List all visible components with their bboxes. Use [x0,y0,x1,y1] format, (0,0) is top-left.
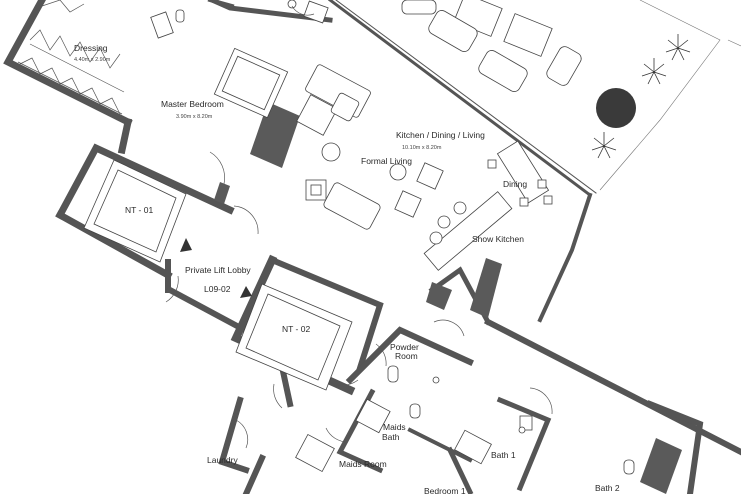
wall-columns [214,102,682,494]
label-bedroom1: Bedroom 1 [424,486,466,494]
dims-kitchen-dining-living: 10.10m x 8.20m [402,145,442,151]
kitchen-island [423,191,513,271]
lift-arrows [180,238,252,298]
label-bath1: Bath 1 [491,450,516,460]
label-nt02: NT - 02 [282,324,310,334]
label-lobby-code: L09-02 [204,284,231,294]
palm-plant-icon [641,58,667,85]
planter-circle [596,88,636,128]
label-laundry: Laundry [207,455,238,465]
master-bedroom-furniture [213,0,329,119]
label-powder-room-2: Room [395,351,418,361]
label-kitchen-dining-living: Kitchen / Dining / Living [396,130,485,140]
label-powder-room-1: Powder [390,342,419,352]
label-maids-bath-1: Maids [383,422,406,432]
palm-plant-icon [665,34,691,61]
dressing-wardrobes [17,0,125,115]
arrow-up-icon [240,286,252,298]
dining-table [487,140,553,207]
arrow-up-icon [180,238,192,252]
palm-plant-icon [591,132,617,159]
label-master-bedroom: Master Bedroom [161,99,224,109]
lift-shaft-nt01 [83,159,187,263]
label-nt01: NT - 01 [125,205,153,215]
room-labels: Dressing 4.40m x 2.90m Master Bedroom 3.… [74,43,620,494]
plant-icons [591,34,691,159]
label-maids-room: Maids Room [339,459,387,469]
label-show-kitchen: Show Kitchen [472,234,524,244]
label-dining: Dining [503,179,527,189]
label-formal-living: Formal Living [361,156,412,166]
label-dressing: Dressing [74,43,108,53]
bath-fixtures [150,9,635,475]
door-swings [165,5,553,449]
label-bath2: Bath 2 [595,483,620,493]
living-furniture [296,64,444,230]
terrace-furniture [401,0,741,191]
label-private-lift-lobby: Private Lift Lobby [185,265,251,275]
dims-dressing: 4.40m x 2.90m [74,57,111,63]
dims-master-bedroom: 3.90m x 8.20m [176,114,213,120]
lift-shaft-nt02 [235,283,353,391]
label-maids-bath-2: Bath [382,432,400,442]
